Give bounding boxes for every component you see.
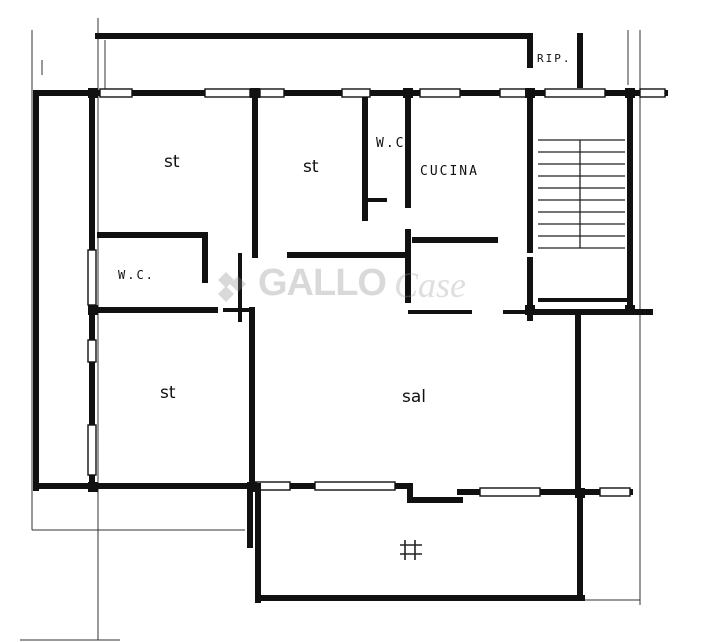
left-exterior-wall bbox=[33, 90, 97, 491]
room-label-bedroom-bottom-left: st bbox=[160, 383, 176, 403]
room-label-bathroom-left: W.C. bbox=[118, 268, 155, 282]
room-label-living-room: sal bbox=[402, 387, 426, 407]
reference-lines bbox=[20, 18, 641, 641]
top-terrace bbox=[95, 33, 583, 92]
room-label-storage: RIP. bbox=[537, 52, 572, 65]
balcony bbox=[247, 483, 585, 603]
room-label-bathroom-top: W.C bbox=[376, 136, 406, 151]
top-exterior-wall bbox=[33, 88, 668, 98]
room-label-kitchen: CUCINA bbox=[420, 164, 479, 179]
columns bbox=[88, 88, 635, 498]
bottom-exterior-wall bbox=[33, 481, 633, 503]
room-label-bedroom-top-middle: st bbox=[303, 157, 319, 177]
staircase bbox=[538, 139, 625, 249]
room-label-bedroom-top-left: st bbox=[164, 152, 180, 172]
interior-walls bbox=[97, 90, 653, 489]
